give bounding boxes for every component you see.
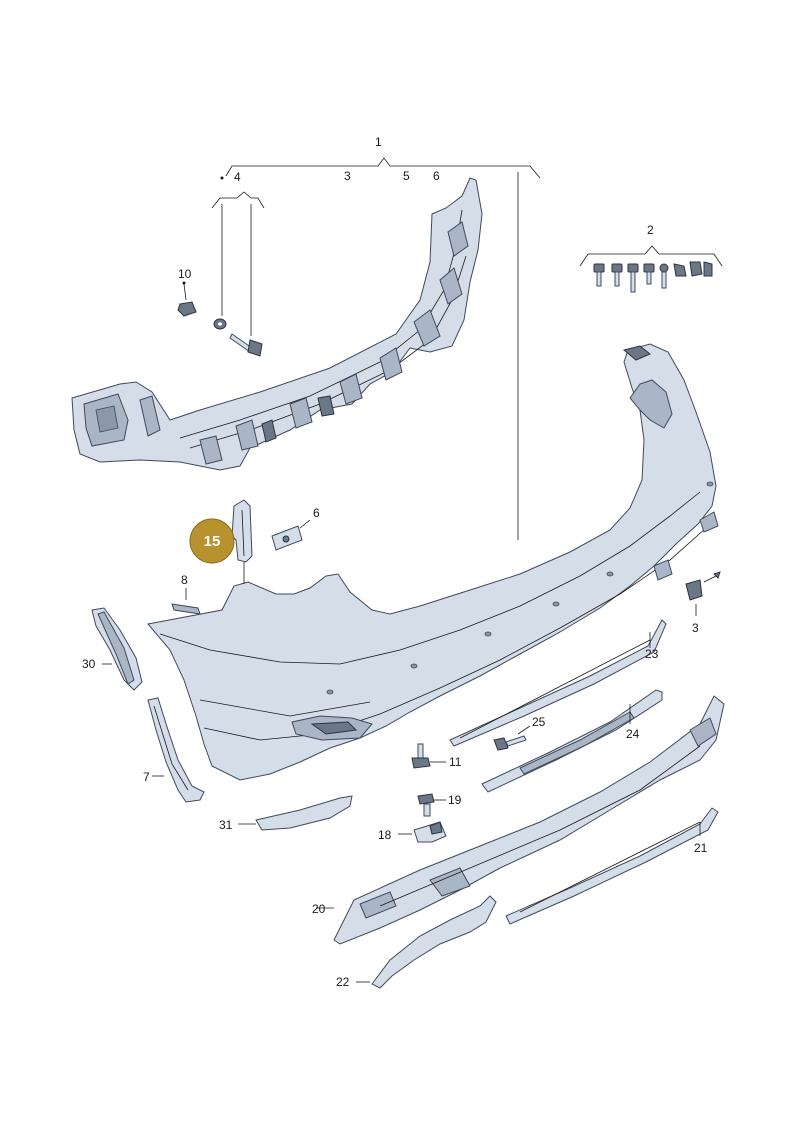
- label-3: 3: [344, 169, 351, 183]
- screw-part-25: [493, 725, 531, 751]
- label-5: 5: [403, 169, 410, 183]
- label-19: 19: [448, 793, 462, 807]
- clip-icon: [673, 263, 687, 277]
- washer-part-4: [213, 318, 227, 330]
- label-25: 25: [532, 715, 546, 729]
- highlight-badge-15: 15: [189, 518, 235, 564]
- label-15: 15: [204, 533, 221, 550]
- label-8: 8: [181, 573, 188, 587]
- label-31: 31: [219, 818, 233, 832]
- clip-icon: [689, 261, 703, 277]
- part-labels: 1 2 3 3 4 5 6 6 7 8 10 11 18 19 20 21 22…: [82, 135, 708, 989]
- bumper-cover: [147, 343, 719, 781]
- bolt-icon: [593, 263, 605, 287]
- assembly-bracket-2: [579, 245, 723, 267]
- bolt-icon: [643, 263, 655, 285]
- bumper-carrier-part-5: [71, 177, 483, 471]
- label-18: 18: [378, 828, 392, 842]
- nut-part-10: [177, 281, 197, 317]
- label-24: 24: [626, 727, 640, 741]
- assembly-bracket-1: [220, 157, 541, 540]
- label-21: 21: [694, 841, 708, 855]
- label-22: 22: [336, 975, 350, 989]
- label-23: 23: [645, 647, 659, 661]
- screw-icon: [659, 263, 669, 289]
- bracket-part-18: [398, 821, 447, 843]
- label-11: 11: [449, 755, 462, 769]
- bolt-icon: [611, 263, 623, 287]
- clip-icon: [703, 261, 713, 277]
- clip-part-19: [417, 793, 446, 817]
- lower-strip-part-24: [481, 689, 663, 793]
- label-6-bracket: 6: [313, 506, 320, 520]
- bolt-part-11: [411, 743, 446, 769]
- bolt-set-part-2: [593, 261, 713, 293]
- label-3-side: 3: [692, 621, 699, 635]
- reflector-part-30: [91, 607, 143, 691]
- label-30: 30: [82, 657, 96, 671]
- label-7: 7: [143, 770, 150, 784]
- trim-strip-part-8: [171, 588, 201, 615]
- assembly-bracket-4: [211, 191, 265, 336]
- label-1: 1: [375, 135, 382, 149]
- bracket-part-6: [271, 519, 311, 551]
- long-strip-part-21: [505, 807, 719, 925]
- diffuser-part-20: [316, 695, 725, 945]
- guide-bracket-part-15: [231, 499, 253, 584]
- trim-part-31: [238, 795, 353, 831]
- label-4: 4: [234, 170, 241, 184]
- bracket-part-3: [685, 571, 721, 616]
- bolt-icon: [627, 263, 639, 293]
- label-2: 2: [647, 223, 654, 237]
- label-10: 10: [178, 267, 192, 281]
- label-6: 6: [433, 169, 440, 183]
- label-20: 20: [312, 902, 326, 916]
- lower-trim-part-22: [356, 895, 497, 989]
- lower-strip-part-23: [449, 619, 667, 747]
- bolt-part-4: [229, 333, 263, 357]
- side-guide-part-7: [147, 697, 205, 803]
